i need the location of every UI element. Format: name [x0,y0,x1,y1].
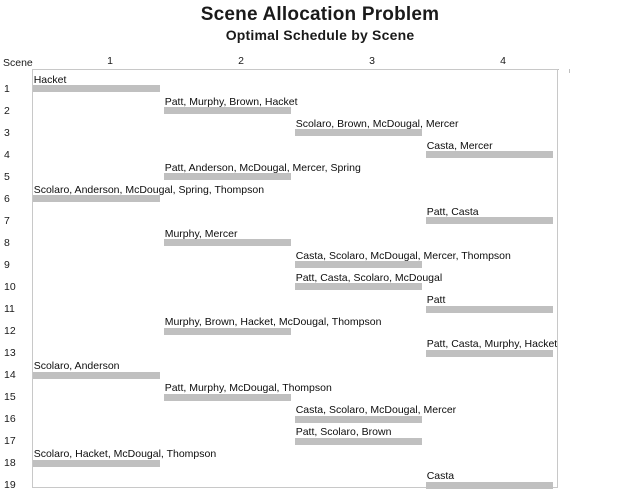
x-axis-tick-label: 2 [238,55,244,67]
task-bar[interactable] [163,107,291,115]
scene-label-3: 3 [4,126,10,139]
task-bar[interactable] [32,371,160,379]
scene-label-13: 13 [4,347,16,360]
task-label: Patt, Scolaro, Brown [295,426,392,439]
task-label: Murphy, Brown, Hacket, McDougal, Thompso… [164,316,382,329]
scene-label-19: 19 [4,479,16,492]
task-bar[interactable] [163,173,291,181]
page-title: Scene Allocation Problem [200,4,440,25]
task-label: Patt [426,294,446,306]
scene-label-18: 18 [4,457,16,470]
scene-label-2: 2 [4,104,10,117]
task-label: Patt, Casta, Murphy, Hacket [426,338,558,351]
task-bar[interactable] [294,283,422,291]
task-bar[interactable] [294,261,422,269]
task-label: Scolaro, Brown, McDougal, Mercer [295,117,459,130]
task-label: Scolaro, Anderson, McDougal, Spring, Tho… [33,183,265,196]
task-bar[interactable] [425,481,553,489]
task-bar[interactable] [425,305,553,313]
x-axis-tick-label: 3 [369,55,375,67]
x-axis-tick-label: 4 [500,55,506,67]
task-bar[interactable] [163,239,291,247]
task-label: Patt, Casta [426,205,479,218]
task-bar[interactable] [425,151,553,159]
task-label: Casta, Mercer [426,139,493,152]
scene-label-6: 6 [4,192,10,205]
task-label: Casta, Scolaro, McDougal, Mercer, Thomps… [295,249,511,262]
scene-label-5: 5 [4,170,10,183]
scene-label-12: 12 [4,325,16,338]
axis-corner-label: Scene [3,57,33,69]
task-label: Casta, Scolaro, McDougal, Mercer [295,404,457,417]
task-bar[interactable] [163,393,291,401]
scene-label-11: 11 [4,303,15,315]
task-label: Scolaro, Anderson [33,360,120,373]
task-label: Patt, Casta, Scolaro, McDougal [295,271,443,284]
task-label: Patt, Murphy, Brown, Hacket [164,95,298,108]
scene-label-17: 17 [4,435,16,448]
scene-label-8: 8 [4,236,10,249]
scene-label-1: 1 [4,82,10,95]
task-bar[interactable] [294,437,422,445]
scene-label-10: 10 [4,280,16,293]
task-bar[interactable] [32,85,160,92]
task-bar[interactable] [32,195,160,203]
task-label: Patt, Anderson, McDougal, Mercer, Spring [164,161,361,174]
task-bar[interactable] [32,459,160,467]
task-label: Patt, Murphy, McDougal, Thompson [164,382,332,395]
task-label: Hacket [33,73,67,86]
x-axis-tick-label: 1 [107,55,113,67]
x-axis-minor-tick [568,69,570,73]
scene-label-4: 4 [4,148,10,161]
page-subtitle: Optimal Schedule by Scene [225,27,415,43]
task-bar[interactable] [163,327,291,335]
scene-label-14: 14 [4,369,16,382]
scene-label-16: 16 [4,413,16,426]
scene-label-9: 9 [4,258,10,271]
task-label: Murphy, Mercer [164,227,238,240]
task-bar[interactable] [425,217,553,225]
task-bar[interactable] [425,349,553,357]
scene-label-15: 15 [4,391,16,404]
task-bar[interactable] [294,415,422,423]
task-label: Scolaro, Hacket, McDougal, Thompson [33,448,217,461]
task-label: Casta [426,470,455,483]
scene-label-7: 7 [4,214,10,227]
task-bar[interactable] [294,129,422,137]
